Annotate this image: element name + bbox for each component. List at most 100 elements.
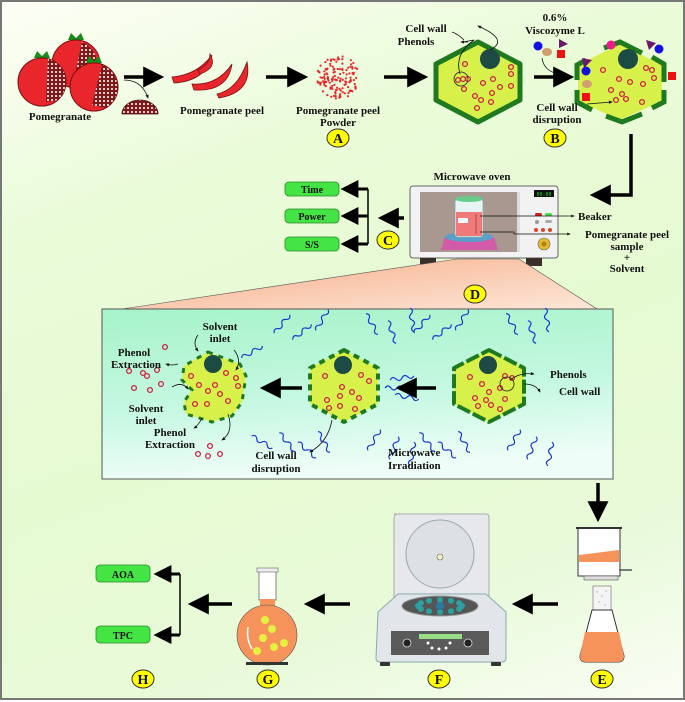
svg-text:Time: Time: [301, 185, 324, 196]
powder-particle: [336, 58, 339, 61]
powder-particle: [330, 95, 333, 98]
phenol-ring: [222, 369, 230, 377]
phenol-ring: [477, 96, 485, 104]
badge-e: E: [590, 669, 614, 689]
sample-pointer: [480, 231, 571, 236]
phenol-ring: [325, 404, 333, 412]
svg-text:H: H: [138, 673, 149, 688]
parameter-box-solid-solvent: S/S: [284, 236, 340, 252]
microwave-wave: [273, 314, 291, 334]
phenol-ring: [195, 381, 203, 389]
microwave-wave: [251, 434, 273, 450]
powder-particle: [349, 65, 352, 68]
powder-particle: [341, 67, 344, 70]
zoom-wedge: [121, 258, 599, 310]
powder-particle: [332, 71, 335, 74]
powder-particle: [323, 70, 326, 73]
phenol-ring: [487, 401, 495, 409]
powder-particle: [316, 69, 320, 72]
phenol-extraction-bottom-line2: Extraction: [145, 439, 195, 451]
powder-particle: [334, 92, 337, 95]
powder-particle: [336, 67, 339, 71]
phenol-ring: [612, 96, 620, 104]
svg-text:S/S: S/S: [305, 240, 319, 251]
powder-particle: [343, 92, 346, 95]
phenol-ring: [232, 374, 240, 382]
phenol-ring: [143, 372, 151, 380]
svg-text:E: E: [597, 673, 606, 688]
svg-text:C: C: [383, 234, 393, 249]
centrifuge: [375, 513, 507, 666]
phenol-ring: [216, 390, 224, 398]
powder-particle: [316, 80, 319, 83]
powder-particle: [325, 80, 328, 84]
phenol-ring: [336, 392, 344, 400]
microwave-wave: [279, 432, 295, 452]
centrifuge-knob-left: [402, 638, 412, 648]
powder-particle: [341, 58, 344, 61]
microwave-display: 00:00: [536, 192, 551, 198]
powder-particle: [339, 77, 342, 80]
peel-label: Pomegranate peel: [180, 105, 264, 117]
phenol-ring: [216, 450, 224, 458]
phenol-ring: [478, 380, 486, 388]
phenol-ring: [501, 372, 509, 380]
powder-label-line2: Powder: [320, 117, 356, 129]
microwave-irradiation-label-line2: Irradiation: [388, 460, 441, 472]
powder-particle: [346, 95, 350, 98]
powder-particle: [345, 77, 348, 80]
microwave-wave: [419, 432, 435, 452]
phenol-ring: [507, 63, 515, 71]
powder-particle: [354, 85, 357, 88]
beaker-label: Beaker: [578, 211, 612, 223]
phenol-ring: [607, 86, 615, 94]
panel-cell-wall-label: Cell wall: [559, 386, 600, 398]
pomegranate-illustration: [17, 33, 159, 115]
powder-particle: [345, 73, 348, 76]
phenol-ring: [488, 89, 496, 97]
phenols-pointer: [458, 39, 475, 75]
microwave-wave: [317, 431, 331, 453]
svg-text:G: G: [263, 673, 274, 688]
powder-particle: [338, 87, 341, 90]
powder-particle: [348, 89, 351, 92]
extracting-cell: [180, 350, 248, 424]
microwave-title: Microwave oven: [433, 171, 510, 183]
phenol-ring: [507, 70, 515, 78]
microwave-wave: [388, 436, 400, 460]
phenol-ring: [485, 388, 493, 396]
microwave-wave: [407, 441, 417, 467]
phenol-ring: [348, 388, 356, 396]
phenol-ring: [161, 343, 169, 351]
phenol-ring: [650, 74, 658, 82]
phenol-ring: [496, 405, 504, 413]
analysis-box-tpc: TPC: [95, 625, 151, 644]
microwave-wave: [365, 313, 379, 335]
phenol-ring: [336, 402, 344, 410]
powder-particle: [319, 81, 322, 84]
phenol-ring: [234, 382, 242, 390]
phenol-ring: [224, 397, 232, 405]
arrow-to-microwave: [589, 134, 633, 206]
svg-text:D: D: [470, 288, 480, 303]
microwave-wave: [527, 320, 537, 344]
microwave-wave: [454, 309, 470, 331]
powder-particle: [323, 73, 326, 76]
phenol-ring: [146, 386, 154, 394]
powder-particle: [321, 90, 325, 93]
powder-particle: [345, 69, 348, 72]
phenol-ring: [626, 78, 634, 86]
powder-particle: [330, 86, 333, 90]
phenol-ring: [211, 381, 219, 389]
phenol-ring: [487, 98, 495, 106]
phenol-ring: [599, 66, 607, 74]
powder-particle: [347, 86, 350, 89]
powder-particle: [333, 58, 336, 61]
svg-text:A: A: [333, 132, 344, 147]
disrupting-cell: [308, 348, 380, 424]
powder-particle: [335, 60, 338, 63]
phenol-ring: [338, 383, 346, 391]
intact-cell: [433, 39, 523, 125]
microwave-wave: [432, 324, 452, 340]
analysis-box-aoa: AOA: [95, 564, 151, 583]
